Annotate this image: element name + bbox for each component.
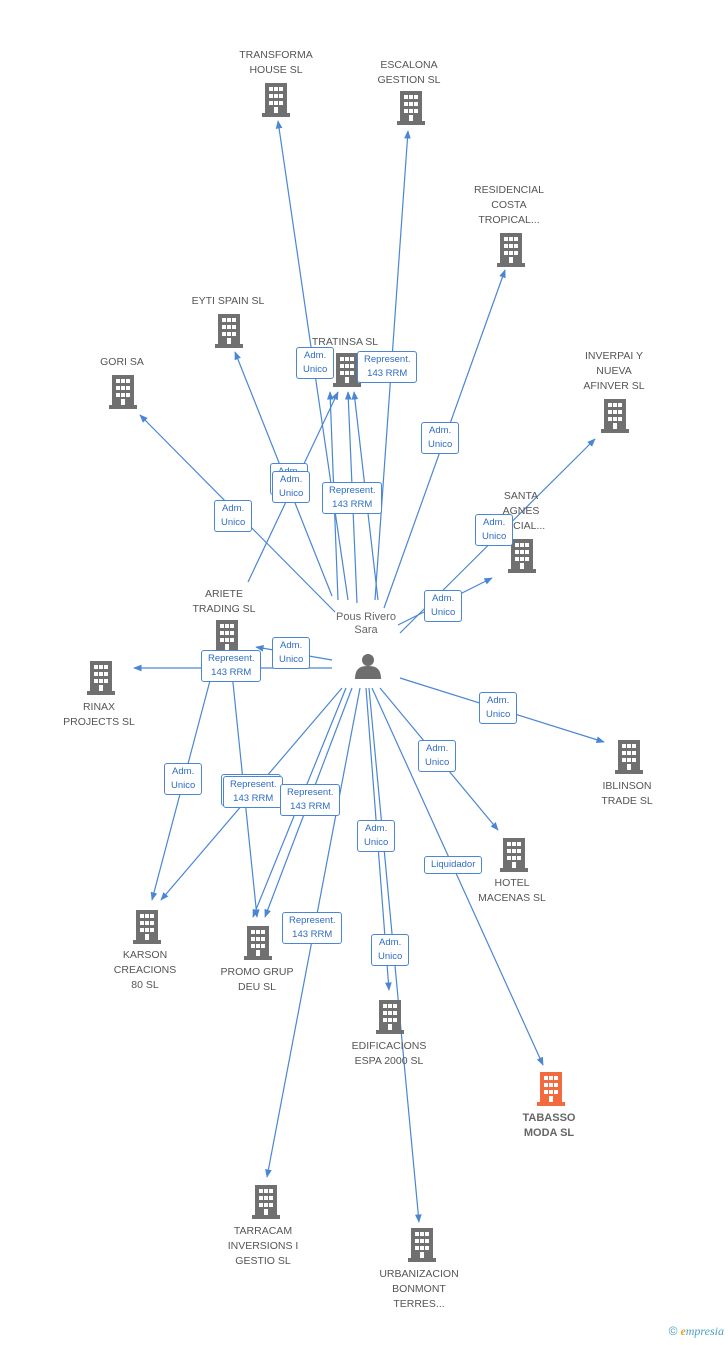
company-label-tratinsa[interactable]: TRATINSA SL: [311, 336, 379, 348]
relationship-label[interactable]: Liquidador: [424, 856, 483, 874]
relationship-label[interactable]: Adm. Unico: [272, 637, 311, 669]
building-icon[interactable]: [244, 926, 272, 960]
building-icon[interactable]: [615, 740, 643, 774]
building-icon[interactable]: [87, 661, 115, 695]
company-label-gori[interactable]: GORI SA: [100, 356, 144, 368]
company-label-eyti[interactable]: EYTI SPAIN SL: [191, 295, 265, 307]
relationship-edge: [371, 687, 544, 1066]
nodes: [87, 83, 643, 1262]
relationship-label[interactable]: Adm. Unico: [371, 934, 410, 966]
building-icon[interactable]: [133, 910, 161, 944]
building-icon[interactable]: [213, 620, 241, 654]
relationship-label[interactable]: Adm. Unico: [214, 500, 253, 532]
relationship-label[interactable]: Represent. 143 RRM: [280, 784, 341, 816]
building-icon[interactable]: [500, 838, 528, 872]
relationship-label[interactable]: Adm. Unico: [296, 347, 335, 379]
relationship-label[interactable]: Adm. Unico: [164, 763, 203, 795]
relationship-label[interactable]: Represent. 143 RRM: [201, 650, 262, 682]
relationship-label[interactable]: Represent. 143 RRM: [282, 912, 343, 944]
relationship-label[interactable]: Adm. Unico: [357, 820, 396, 852]
relationship-label[interactable]: Represent. 143 RRM: [223, 776, 284, 808]
relationship-label[interactable]: Adm. Unico: [479, 692, 518, 724]
building-icon[interactable]: [397, 91, 425, 125]
relationship-label[interactable]: Adm. Unico: [424, 590, 463, 622]
empresia-logo: ©empresia: [668, 1324, 724, 1338]
building-icon[interactable]: [376, 1000, 404, 1034]
building-icon[interactable]: [601, 399, 629, 433]
relationship-label[interactable]: Adm. Unico: [272, 471, 311, 503]
building-icon-target[interactable]: [537, 1072, 565, 1106]
relationship-label[interactable]: Represent. 143 RRM: [322, 482, 383, 514]
person-icon[interactable]: [355, 654, 381, 679]
building-icon[interactable]: [215, 314, 243, 348]
relationship-label[interactable]: Adm. Unico: [418, 740, 457, 772]
building-icon[interactable]: [252, 1185, 280, 1219]
relationship-label[interactable]: Adm. Unico: [475, 514, 514, 546]
relationship-label[interactable]: Adm. Unico: [421, 422, 460, 454]
relationship-label[interactable]: Represent. 143 RRM: [357, 351, 418, 383]
building-icon[interactable]: [497, 233, 525, 267]
building-icon[interactable]: [109, 375, 137, 409]
building-icon[interactable]: [408, 1228, 436, 1262]
building-icon[interactable]: [262, 83, 290, 117]
